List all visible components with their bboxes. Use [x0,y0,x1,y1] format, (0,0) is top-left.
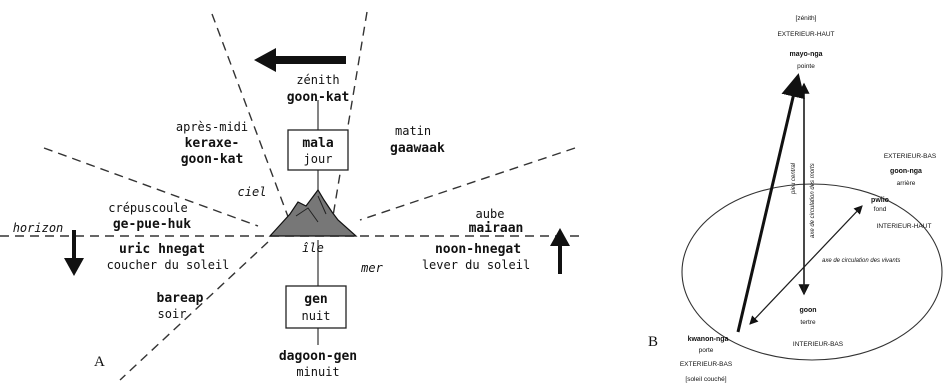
apres-midi-label: après-midi [176,120,248,134]
ray-right [359,147,576,221]
island-shape [268,188,358,237]
lever-label: lever du soleil [422,258,530,272]
minuit-label: minuit [296,365,339,379]
zenith-arrow [254,48,346,72]
mala-box [287,129,349,171]
jour-label: jour [304,152,333,166]
ext-bas-right-label: EXTERIEUR-BAS [884,153,937,160]
mayo-nga-label: mayo-nga [789,51,822,58]
coucher-label: coucher du soleil [107,258,230,272]
tertre-label: tertre [800,319,816,326]
mairaan-label: mairaan [469,221,524,236]
ile-label: île [302,241,324,255]
panel-b-letter: B [648,334,658,350]
island-shading [295,195,327,223]
ge-pue-huk-label: ge-pue-huk [113,217,191,232]
int-haut-label: INTERIEUR-HAUT [877,223,932,230]
bottom-cut-label: [soleil couché] [685,376,726,383]
keraxe-label: keraxe- [185,136,240,151]
gaawaak-label: gaawaak [390,141,445,156]
pointe-label: pointe [797,63,815,70]
axis-vivants-down [749,205,863,325]
bareap-label: bareap [157,291,204,306]
arriere-label: arrière [897,180,916,187]
axis-morts [736,73,805,333]
fond-label: fond [874,206,887,213]
ext-bas-bottom-label: EXTERIEUR-BAS [680,361,733,368]
gen-box [285,285,347,329]
aube-label: aube [476,207,505,221]
mala-label: mala [302,136,333,151]
up-arrow [550,228,570,274]
zenith-label: zénith [296,73,339,87]
goon-nga-label: goon-nga [890,168,922,175]
ciel-label: ciel [238,185,267,199]
ray-left [43,147,259,227]
mer-label: mer [360,261,383,275]
panel-a: zénith goon-kat après-midi keraxe- goon-… [0,11,585,381]
horizon-label: horizon [13,221,64,235]
pieu-central-label: pieu central [791,162,797,195]
down-arrow [64,230,84,276]
panel-a-letter: A [94,354,105,370]
uric-hnegat-label: uric hnegat [119,242,205,257]
soir-label: soir [158,307,187,321]
kwanon-nga-label: kwanon-nga [688,336,729,343]
crepuscule-label: crépuscoule [108,201,187,215]
axe-vivants-label: axe de circulation des vivants [822,258,900,264]
dagoon-gen-label: dagoon-gen [279,349,357,364]
axe-morts-label: axe de circulation des morts [810,163,816,238]
ray-upper-right [331,11,368,223]
noon-hnegat-label: noon-hnegat [435,242,521,257]
ray-lower-left [119,241,269,381]
int-bas-label: INTERIEUR-BAS [793,341,844,348]
ground-ellipse [681,183,943,361]
nuit-label: nuit [302,309,331,323]
panel-b: [zénith] EXTERIEUR-HAUT mayo-nga pointe … [648,15,943,383]
ray-upper-left [211,13,291,223]
matin-label: matin [395,124,431,138]
pwiio-label: pwiio [871,197,889,204]
goon-kat-label: goon-kat [287,90,350,105]
zenith-b-label: [zénith] [796,15,817,22]
goon-label: goon [799,307,816,314]
goon-kat-2-label: goon-kat [181,152,244,167]
gen-label: gen [304,292,327,307]
ext-haut-label: EXTERIEUR-HAUT [777,31,834,38]
porte-label: porte [699,347,714,354]
